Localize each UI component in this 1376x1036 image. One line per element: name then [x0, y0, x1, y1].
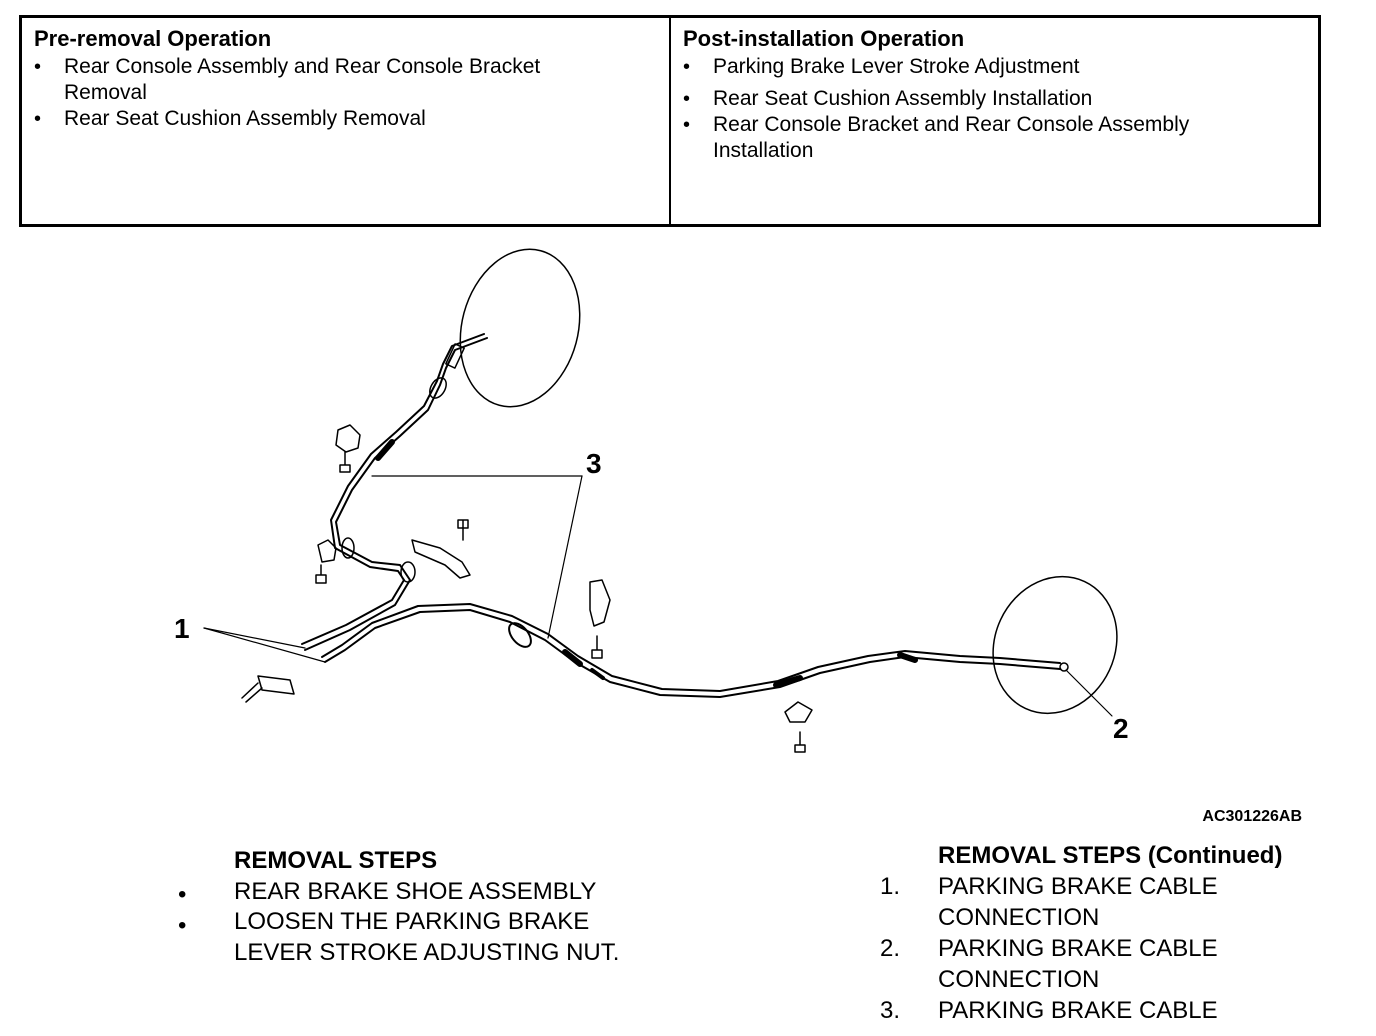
pre-removal-list: • Rear Console Assembly and Rear Console… — [34, 54, 657, 132]
removal-step-continued-3: PARKING BRAKE CABLE — [938, 995, 1218, 1026]
list-item-line: Removal — [64, 81, 147, 104]
lower-detail-circle — [992, 575, 1118, 715]
step-line: REAR BRAKE SHOE ASSEMBLY — [234, 878, 597, 905]
upper-detail-circle — [459, 248, 581, 408]
step-line: CONNECTION — [938, 904, 1100, 931]
step-number: 2. — [880, 935, 901, 962]
step-line: LEVER STROKE ADJUSTING NUT. — [234, 939, 620, 966]
figure-code: AC301226AB — [1202, 808, 1302, 825]
cable-brackets — [241, 424, 813, 753]
pre-removal-column: Pre-removal Operation • Rear Console Ass… — [22, 18, 669, 224]
list-item-line: Parking Brake Lever Stroke Adjustment — [713, 55, 1080, 78]
parking-brake-cable-diagram: 1 2 3 — [174, 248, 1129, 753]
list-item-line: Rear Seat Cushion Assembly Removal — [64, 107, 426, 130]
removal-step-continued-2: PARKING BRAKE CABLE CONNECTION — [938, 933, 1218, 995]
list-item: • Rear Seat Cushion Assembly Removal — [34, 106, 657, 132]
callout-2: 2 — [1113, 713, 1129, 744]
step-line: PARKING BRAKE CABLE — [938, 873, 1218, 900]
callout-leaders — [203, 475, 1113, 717]
post-installation-title: Post-installation Operation — [683, 26, 965, 51]
callout-3: 3 — [586, 448, 602, 479]
list-item: • Parking Brake Lever Stroke Adjustment — [683, 54, 1306, 80]
step-line: LOOSEN THE PARKING BRAKE — [234, 908, 590, 935]
lower-cable — [321, 603, 1069, 698]
list-item-line: Rear Seat Cushion Assembly Installation — [713, 87, 1093, 110]
list-item: • Rear Console Bracket and Rear Console … — [683, 112, 1306, 164]
bullet-icon: • — [178, 881, 187, 908]
list-item: • Rear Seat Cushion Assembly Installatio… — [683, 86, 1306, 112]
step-number: 3. — [880, 997, 901, 1024]
operations-table: Pre-removal Operation • Rear Console Ass… — [19, 15, 1321, 227]
list-item-line: Rear Console Bracket and Rear Console As… — [713, 113, 1190, 136]
bullet-icon: • — [683, 88, 691, 110]
removal-step-2: LOOSEN THE PARKING BRAKE LEVER STROKE AD… — [234, 906, 619, 968]
list-item-line: Rear Console Assembly and Rear Console B… — [64, 55, 541, 78]
list-item-line: Installation — [713, 139, 814, 162]
post-installation-list: • Parking Brake Lever Stroke Adjustment … — [683, 54, 1306, 164]
pre-removal-title: Pre-removal Operation — [34, 26, 272, 51]
step-line: CONNECTION — [938, 966, 1100, 993]
post-installation-column: Post-installation Operation • Parking Br… — [669, 18, 1318, 224]
step-line: PARKING BRAKE CABLE — [938, 997, 1218, 1024]
step-number: 1. — [880, 873, 901, 900]
bullet-icon: • — [34, 56, 42, 78]
removal-steps-title: REMOVAL STEPS — [234, 847, 438, 874]
removal-steps-continued-title: REMOVAL STEPS (Continued) — [938, 842, 1283, 869]
bullet-icon: • — [683, 56, 691, 78]
step-line: PARKING BRAKE CABLE — [938, 935, 1218, 962]
upper-cable — [301, 333, 488, 651]
removal-step-continued-1: PARKING BRAKE CABLE CONNECTION — [938, 871, 1218, 933]
removal-step-1: REAR BRAKE SHOE ASSEMBLY — [234, 876, 596, 907]
bullet-icon: • — [178, 912, 187, 939]
bullet-icon: • — [683, 114, 691, 136]
callout-1: 1 — [174, 613, 190, 644]
list-item: • Rear Console Assembly and Rear Console… — [34, 54, 657, 106]
bullet-icon: • — [34, 108, 42, 130]
